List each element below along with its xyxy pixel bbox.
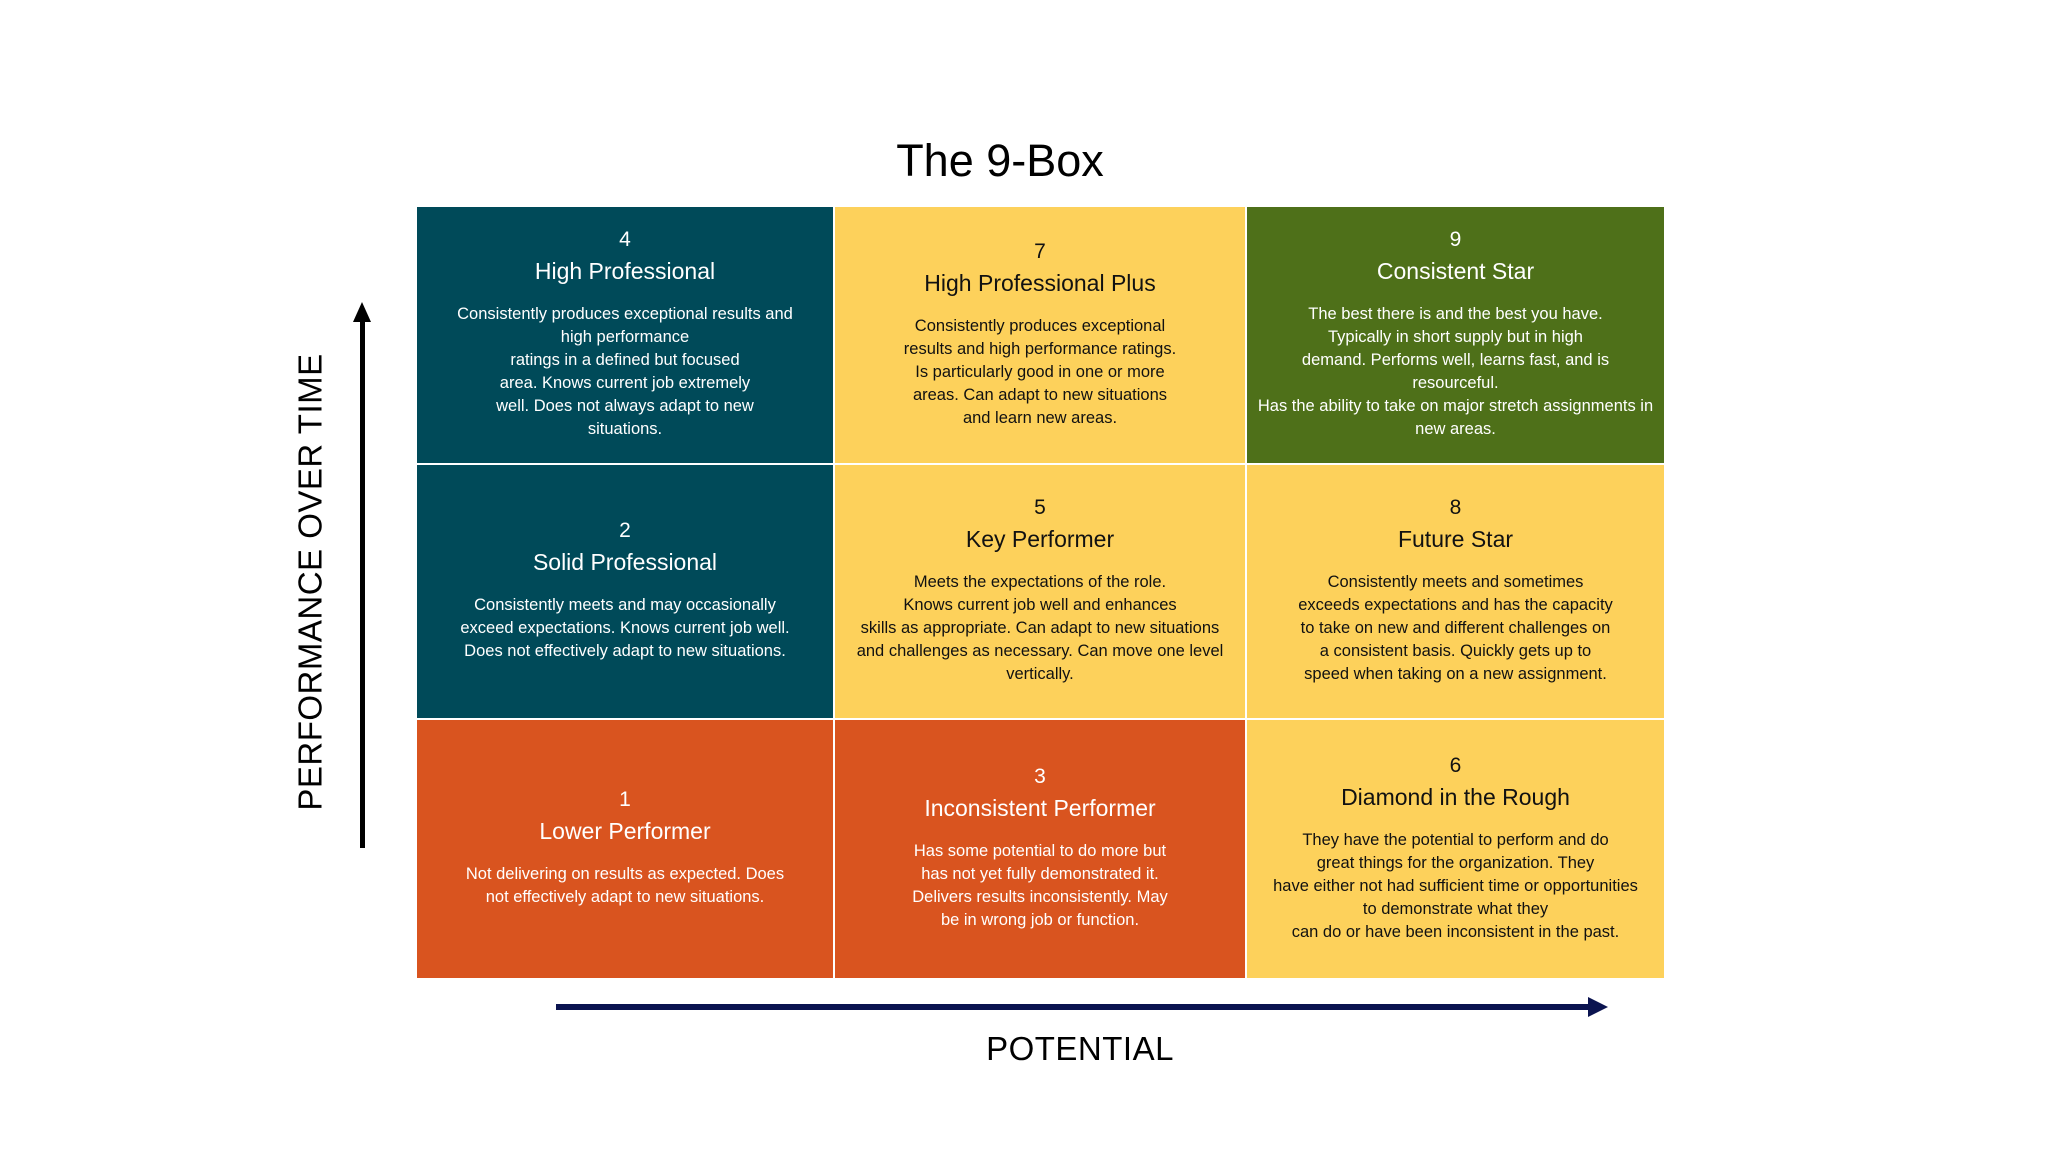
box-description: Consistently produces exceptional result… [457, 305, 793, 438]
box-description: Consistently meets and may occasionally … [460, 596, 790, 660]
box-4-high-professional: 4 High Professional Consistently produce… [417, 207, 835, 465]
box-description: Meets the expectations of the role. Know… [856, 573, 1224, 683]
box-number: 3 [1034, 765, 1046, 788]
box-8-future-star: 8 Future Star Consistently meets and som… [1247, 465, 1666, 720]
y-axis-arrow [360, 318, 365, 848]
box-number: 2 [619, 519, 631, 542]
box-1-lower-performer: 1 Lower Performer Not delivering on resu… [417, 720, 835, 980]
box-description: Consistently meets and sometimes exceeds… [1298, 573, 1613, 683]
box-7-high-professional-plus: 7 High Professional Plus Consistently pr… [835, 207, 1247, 465]
box-number: 1 [619, 788, 631, 811]
box-name: High Professional [534, 258, 716, 284]
box-3-inconsistent-performer: 3 Inconsistent Performer Has some potent… [835, 720, 1247, 980]
box-description: Consistently produces exceptional result… [903, 316, 1177, 427]
x-axis-label: POTENTIAL [986, 1030, 1174, 1067]
box-name: Consistent Star [1376, 258, 1535, 284]
box-2-solid-professional: 2 Solid Professional Consistently meets … [417, 465, 835, 720]
y-axis-arrowhead [353, 302, 371, 322]
box-name: Future Star [1397, 526, 1514, 552]
box-name: Key Performer [965, 526, 1115, 552]
box-9-consistent-star: 9 Consistent Star The best there is and … [1247, 207, 1666, 465]
box-6-diamond-in-the-rough: 6 Diamond in the Rough They have the pot… [1247, 720, 1666, 980]
box-number: 9 [1449, 228, 1462, 251]
box-number: 5 [1034, 496, 1046, 519]
box-number: 4 [619, 228, 631, 251]
x-axis-arrowhead [1588, 997, 1608, 1017]
box-name: Inconsistent Performer [924, 795, 1156, 821]
box-name: Solid Professional [532, 549, 718, 575]
box-name: Lower Performer [539, 818, 711, 844]
y-axis-label: PERFORMANCE OVER TIME [291, 353, 329, 811]
box-name: High Professional Plus [924, 269, 1156, 296]
nine-box-grid: 4 High Professional Consistently produce… [417, 207, 1666, 980]
box-description: Not delivering on results as expected. D… [465, 865, 785, 906]
box-description: The best there is and the best you have.… [1257, 305, 1654, 438]
x-axis-arrow [556, 1004, 1592, 1010]
box-number: 6 [1449, 753, 1462, 777]
box-description: Has some potential to do more but has no… [912, 842, 1168, 929]
diagram-title: The 9-Box [896, 135, 1104, 186]
box-number: 7 [1034, 239, 1046, 263]
box-5-key-performer: 5 Key Performer Meets the expectations o… [835, 465, 1247, 720]
box-number: 8 [1449, 496, 1462, 519]
box-name: Diamond in the Rough [1341, 783, 1570, 810]
box-description: They have the potential to perform and d… [1273, 830, 1638, 941]
